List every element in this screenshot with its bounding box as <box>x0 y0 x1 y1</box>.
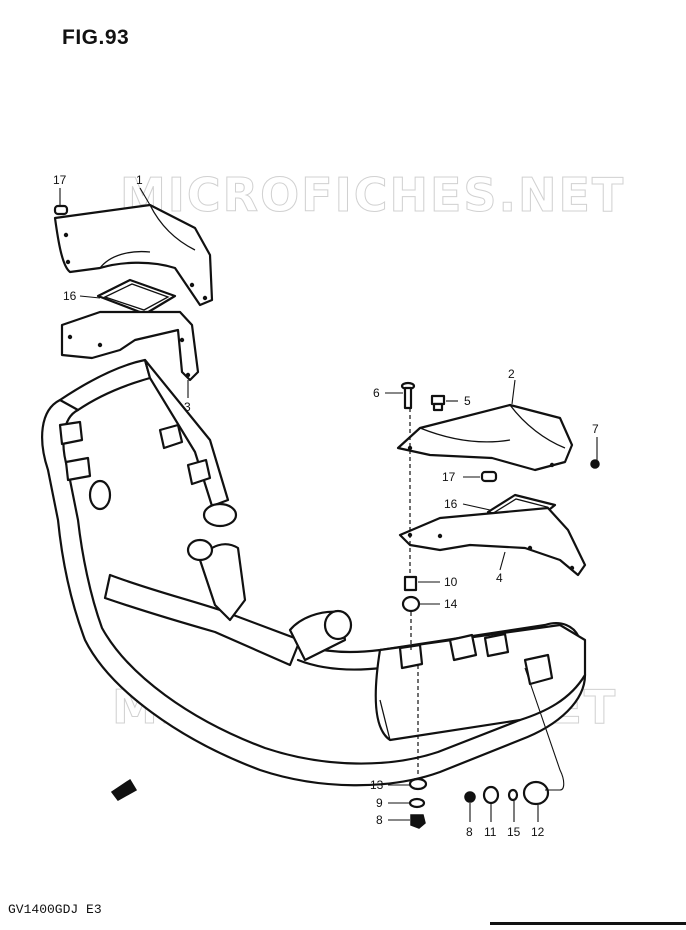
label-part-11: 11 <box>484 825 497 839</box>
label-part-17-lower: 17 <box>442 470 456 484</box>
label-part-1: 1 <box>136 173 143 187</box>
part-4-right-bracket <box>398 506 587 577</box>
label-part-12: 12 <box>531 825 545 839</box>
engine-guard-frame <box>41 358 587 787</box>
watermark-top: MICROFICHES.NET <box>119 168 626 223</box>
part-8-nut-right <box>464 791 476 803</box>
part-3-left-bracket <box>60 310 200 382</box>
label-part-9: 9 <box>376 796 383 810</box>
part-16-pad-left <box>96 278 177 316</box>
front-direction-mark <box>110 778 138 801</box>
part-13-cushion <box>408 777 428 791</box>
bottom-rule <box>490 922 686 925</box>
part-17-cap-upper <box>53 204 69 216</box>
part-17-cap-lower <box>480 470 498 483</box>
part-15-collar <box>507 788 519 802</box>
label-part-5: 5 <box>464 394 471 408</box>
part-8-nut-left <box>410 814 426 829</box>
part-14-rubber-mount <box>401 595 421 613</box>
label-part-15: 15 <box>507 825 521 839</box>
part-12-rubber <box>522 780 550 806</box>
label-part-7: 7 <box>592 422 599 436</box>
label-part-3: 3 <box>184 400 191 414</box>
label-part-6: 6 <box>373 386 380 400</box>
model-code: GV1400GDJ E3 <box>8 902 102 917</box>
label-part-13: 13 <box>370 778 384 792</box>
part-12-leader <box>524 667 565 791</box>
part-9-washer <box>408 797 426 809</box>
part-5-screw <box>430 394 446 412</box>
label-part-4: 4 <box>496 571 503 585</box>
label-part-2: 2 <box>508 367 515 381</box>
part-7-nut <box>590 459 600 469</box>
part-6-bolt <box>400 381 416 410</box>
label-part-14: 14 <box>444 597 458 611</box>
label-part-10: 10 <box>444 575 458 589</box>
figure-title: FIG.93 <box>62 26 130 49</box>
part-1-left-cover <box>53 203 214 307</box>
label-part-16-left: 16 <box>63 289 77 303</box>
part-10-spacer <box>403 575 418 592</box>
label-part-16-right: 16 <box>444 497 458 511</box>
part-2-right-cover <box>396 403 574 472</box>
label-part-17-upper: 17 <box>53 173 67 187</box>
label-part-8-right: 8 <box>466 825 473 839</box>
part-11-washer <box>482 785 500 805</box>
label-part-8-left: 8 <box>376 813 383 827</box>
